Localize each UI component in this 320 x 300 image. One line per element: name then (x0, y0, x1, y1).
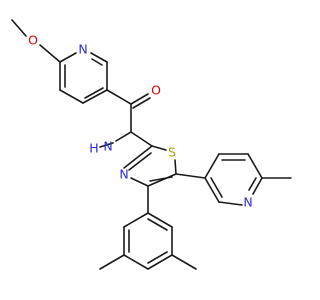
pyridine-right-nitrogen-label: N (243, 195, 252, 210)
bond (59, 52, 77, 63)
bond (39, 44, 61, 63)
bond (123, 254, 149, 270)
bond (147, 254, 173, 270)
bond (149, 176, 173, 182)
bond (147, 251, 168, 264)
bond (132, 97, 151, 109)
bond (82, 89, 108, 104)
bond (11, 19, 27, 37)
bond (123, 145, 153, 169)
bond (84, 87, 104, 99)
thiazole-nitrogen-label: N (119, 167, 128, 182)
amide-hydrogen-label: H (89, 141, 98, 156)
bond (90, 52, 108, 63)
bond (151, 145, 167, 151)
bond (147, 212, 173, 228)
pyridine-top-nitrogen-label: N (78, 42, 87, 57)
bond (218, 201, 243, 206)
methoxy-oxygen-label: O (28, 33, 38, 48)
bond (115, 131, 132, 142)
bond (123, 212, 149, 228)
carbonyl-oxygen-label: O (151, 83, 161, 98)
chemical-structure: O N O N H S N N (11, 19, 292, 270)
bond (130, 131, 153, 147)
bond (147, 218, 168, 231)
bond (130, 177, 149, 187)
bond (59, 89, 84, 104)
amide-nitrogen-label: N (103, 139, 112, 154)
bond (106, 89, 132, 105)
bond (247, 153, 263, 179)
bond (130, 93, 149, 105)
bond (91, 58, 103, 66)
atom-labels: O N O N H S N N (28, 33, 253, 210)
bond (99, 142, 114, 148)
bond (204, 177, 220, 203)
bond (128, 152, 152, 171)
bond (210, 177, 223, 198)
bond (204, 153, 220, 179)
bond (175, 173, 206, 179)
thiazole-sulfur-label: S (168, 145, 176, 160)
bond (252, 177, 263, 195)
bond (248, 177, 257, 191)
bond-lines (11, 19, 292, 270)
bond (174, 159, 177, 175)
bond (99, 254, 125, 270)
bond (147, 173, 177, 187)
bond (171, 254, 197, 270)
